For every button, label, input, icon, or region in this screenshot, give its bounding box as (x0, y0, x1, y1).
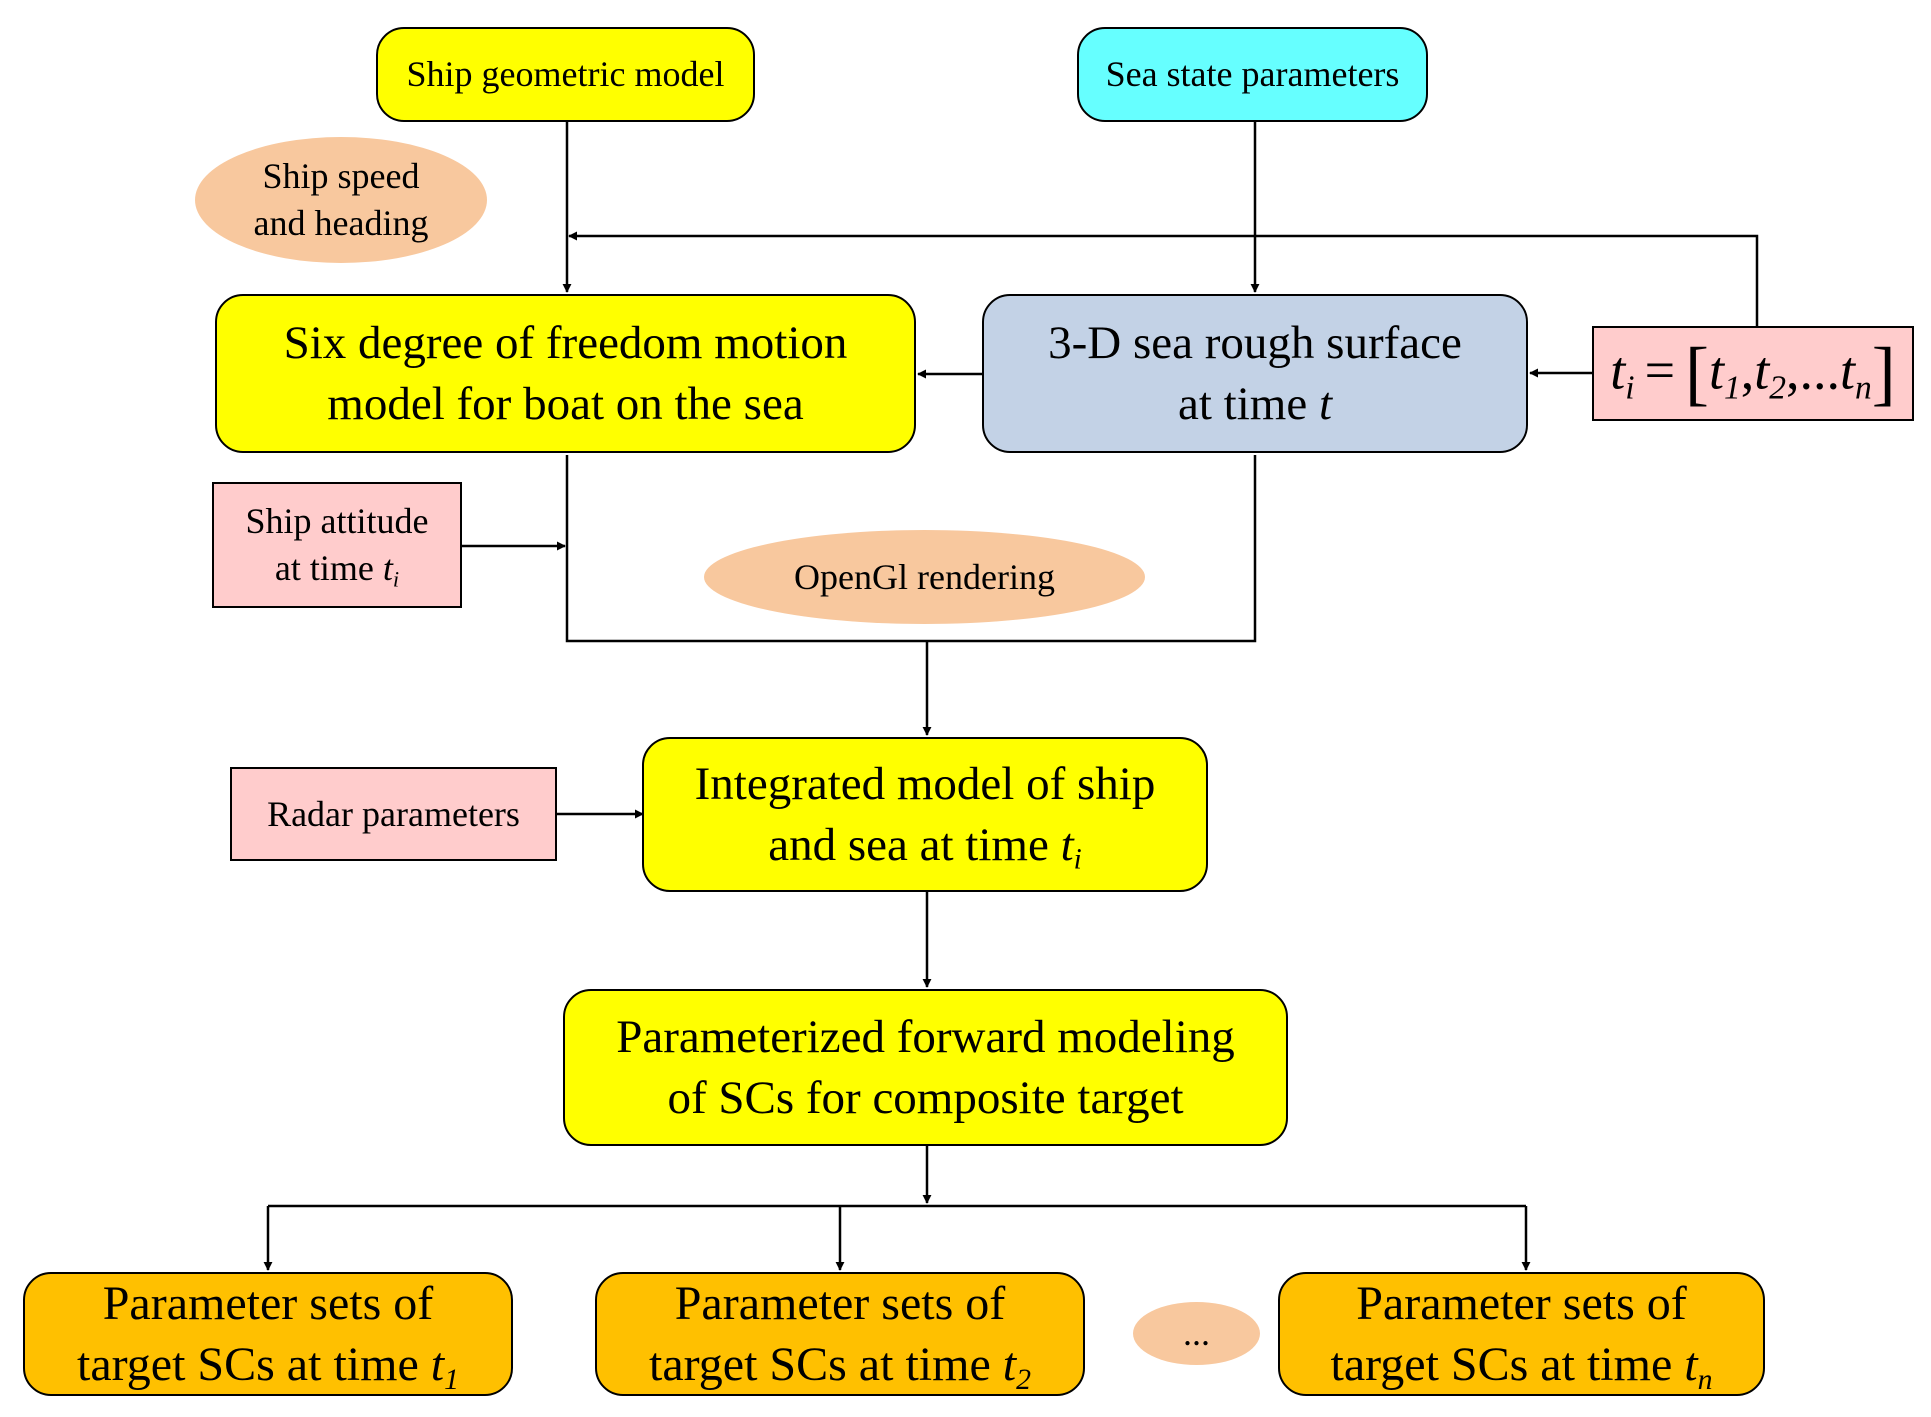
integrated-model-box: Integrated model of ship and sea at time… (642, 737, 1208, 892)
forward-modeling-box: Parameterized forward modeling of SCs fo… (563, 989, 1288, 1146)
merge-lines (565, 455, 1257, 643)
ship-geometric-model-box: Ship geometric model (376, 27, 755, 122)
sea-state-parameters-box: Sea state parameters (1077, 27, 1428, 122)
ship-attitude-box: Ship attitude at time ti (212, 482, 462, 608)
output-box-t2: Parameter sets of target SCs at time t2 (595, 1272, 1085, 1396)
radar-parameters-box: Radar parameters (230, 767, 557, 861)
arrow-time-feedback (568, 231, 1759, 326)
output-box-t1: Parameter sets of target SCs at time t1 (23, 1272, 513, 1396)
ellipsis-ellipse: ... (1133, 1302, 1260, 1365)
sea-rough-surface-box: 3-D sea rough surface at time t (982, 294, 1528, 453)
output-box-tn: Parameter sets of target SCs at time tn (1278, 1272, 1765, 1396)
time-vector-box: ti=[t1,t2,...tn] (1592, 326, 1914, 421)
ship-speed-heading-ellipse: Ship speed and heading (195, 137, 487, 263)
time-vector-formula: ti=[t1,t2,...tn] (1610, 332, 1896, 413)
opengl-rendering-ellipse: OpenGl rendering (704, 530, 1145, 624)
six-dof-motion-model-box: Six degree of freedom motion model for b… (215, 294, 916, 453)
